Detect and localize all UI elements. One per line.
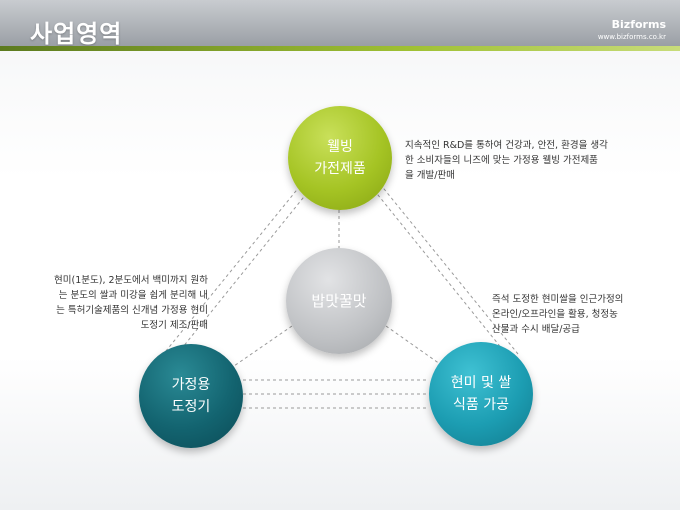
- page-title: 사업영역: [30, 20, 123, 48]
- description-top-line: 을 개발/판매: [405, 170, 455, 181]
- description-right-line: 산물과 수시 배달/공급: [492, 324, 580, 335]
- description-left-line: 현미(1분도), 2분도에서 백미까지 원하: [54, 275, 208, 286]
- node-left-label-line1: 가정용: [171, 377, 211, 393]
- description-top-line: 지속적인 R&D를 통하여 건강과, 안전, 환경을 생각: [405, 140, 608, 151]
- description-right-line: 즉석 도정한 현미쌀을 인근가정의: [492, 294, 624, 305]
- description-left: 현미(1분도), 2분도에서 백미까지 원하 는 분도의 쌀과 미강을 쉽게 분…: [30, 273, 208, 333]
- brand-url: www.bizforms.co.kr: [597, 33, 666, 41]
- connector-top-right-1: [373, 189, 512, 361]
- brand-logo: Bizforms: [611, 18, 666, 31]
- description-top: 지속적인 R&D를 통하여 건강과, 안전, 환경을 생각 한 소비자들의 니즈…: [405, 138, 608, 183]
- node-wellbeing-appliances: 웰빙 가전제품: [288, 106, 392, 210]
- node-right-label-line1: 현미 및 쌀: [450, 375, 512, 391]
- node-right-label-line2: 식품 가공: [453, 397, 509, 413]
- description-top-line: 한 소비자들의 니즈에 맞는 가정용 웰빙 가전제품: [405, 155, 598, 166]
- node-rice-food-processing: 현미 및 쌀 식품 가공: [429, 342, 533, 446]
- description-left-line: 는 분도의 쌀과 미강을 쉽게 분리해 내: [58, 290, 208, 301]
- node-center-label: 밥맛꿀맛: [311, 292, 367, 310]
- description-left-line: 는 특허기술제품의 신개념 가정용 현미: [56, 305, 208, 316]
- connector-center-left: [233, 325, 293, 367]
- description-right: 즉석 도정한 현미쌀을 인근가정의 온라인/오프라인을 활용, 청정농 산물과 …: [492, 292, 623, 337]
- header-accent-bar: [0, 46, 680, 51]
- header-bar: 사업영역 Bizforms www.bizforms.co.kr: [0, 0, 680, 48]
- node-top-label-line2: 가전제품: [314, 161, 366, 177]
- connector-top-left-1: [156, 185, 301, 363]
- connector-top-right-2: [379, 183, 519, 355]
- connector-center-right: [385, 325, 441, 365]
- node-center: 밥맛꿀맛: [286, 248, 392, 354]
- description-right-line: 온라인/오프라인을 활용, 청정농: [492, 309, 618, 320]
- description-left-line: 도정기 제조/판매: [140, 320, 208, 331]
- node-left-label-line2: 도정기: [171, 399, 211, 415]
- node-top-label-line1: 웰빙: [327, 139, 353, 155]
- connector-top-left-2: [165, 192, 308, 369]
- node-home-rice-mill: 가정용 도정기: [139, 344, 243, 448]
